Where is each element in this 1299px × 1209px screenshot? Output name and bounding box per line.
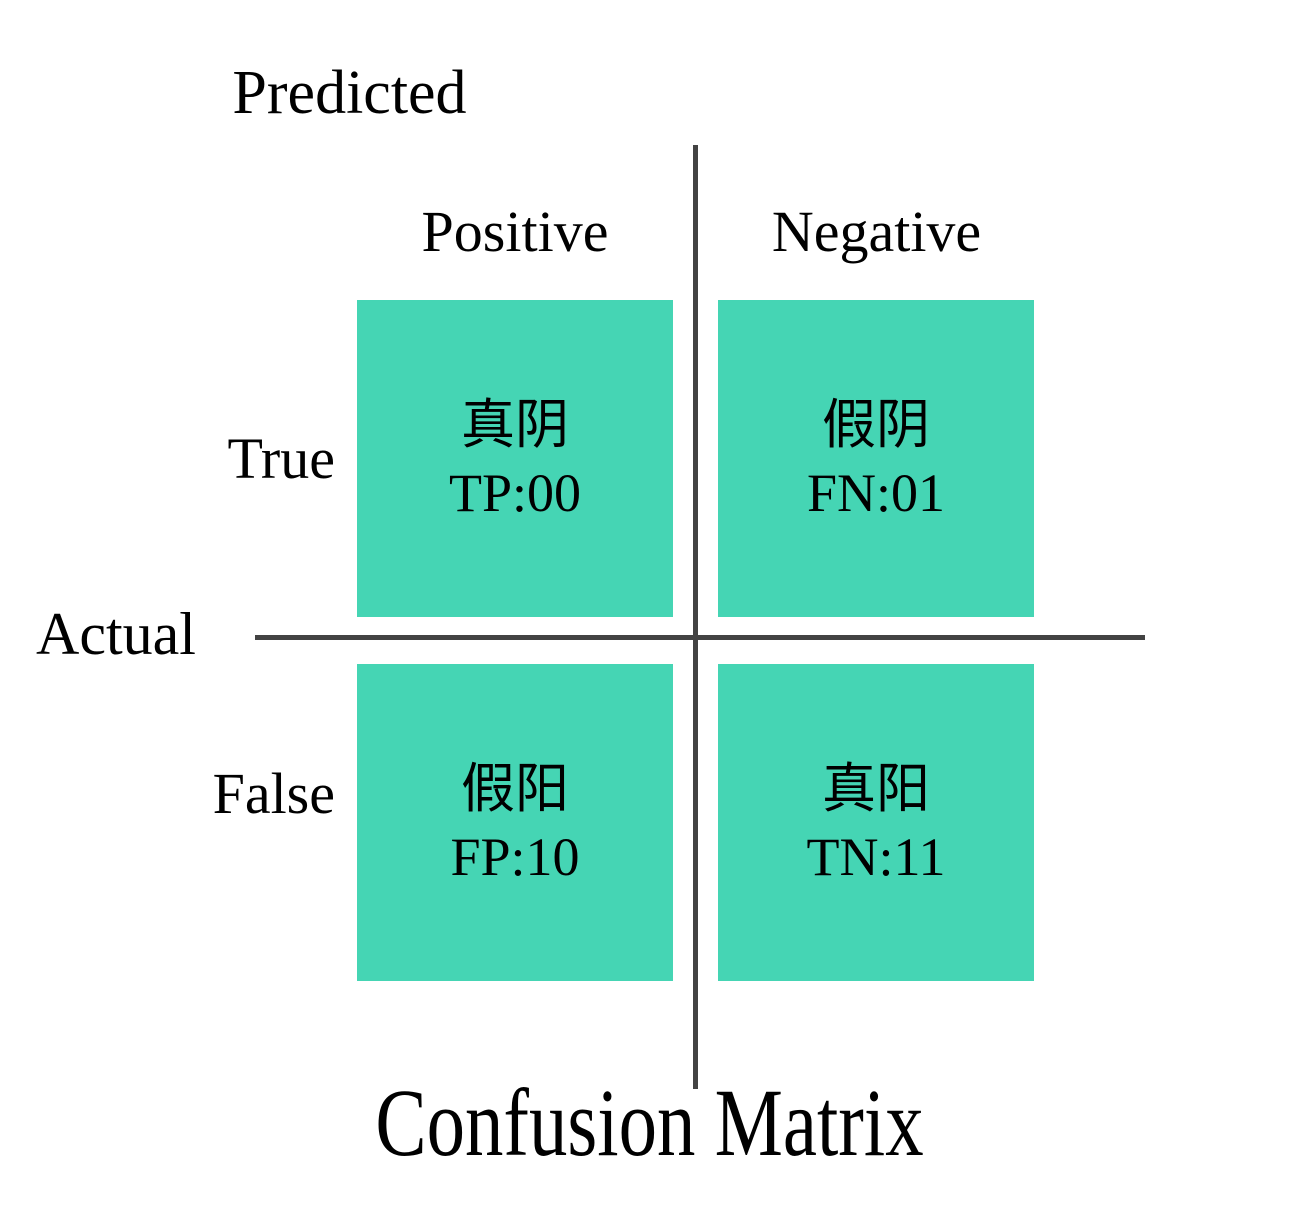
horizontal-divider-line [255,635,1145,640]
row-header-true: True [227,426,335,491]
matrix-cell-false-negative: 假阴 FN:01 [718,300,1034,617]
matrix-cell-code: TP:00 [448,462,582,523]
matrix-cell-false-positive: 假阳 FP:10 [357,664,673,981]
matrix-cell-true-negative: 真阳 TN:11 [718,664,1034,981]
matrix-cell-code: FN:01 [806,462,946,523]
matrix-cell-label-cn: 真阳 [822,756,930,820]
row-header-false: False [212,761,335,826]
figure-title: Confusion Matrix [375,1069,924,1176]
matrix-cell-label-cn: 假阴 [822,392,930,456]
actual-axis-title: Actual [36,601,196,667]
column-header-negative: Negative [771,199,982,264]
column-header-positive: Positive [421,199,609,264]
vertical-divider-line [693,145,698,1089]
matrix-cell-label-cn: 假阳 [461,756,569,820]
matrix-cell-code: FP:10 [450,826,580,887]
matrix-cell-true-positive: 真阴 TP:00 [357,300,673,617]
predicted-axis-title: Predicted [232,59,467,127]
matrix-cell-label-cn: 真阴 [461,392,569,456]
matrix-cell-code: TN:11 [806,826,946,887]
